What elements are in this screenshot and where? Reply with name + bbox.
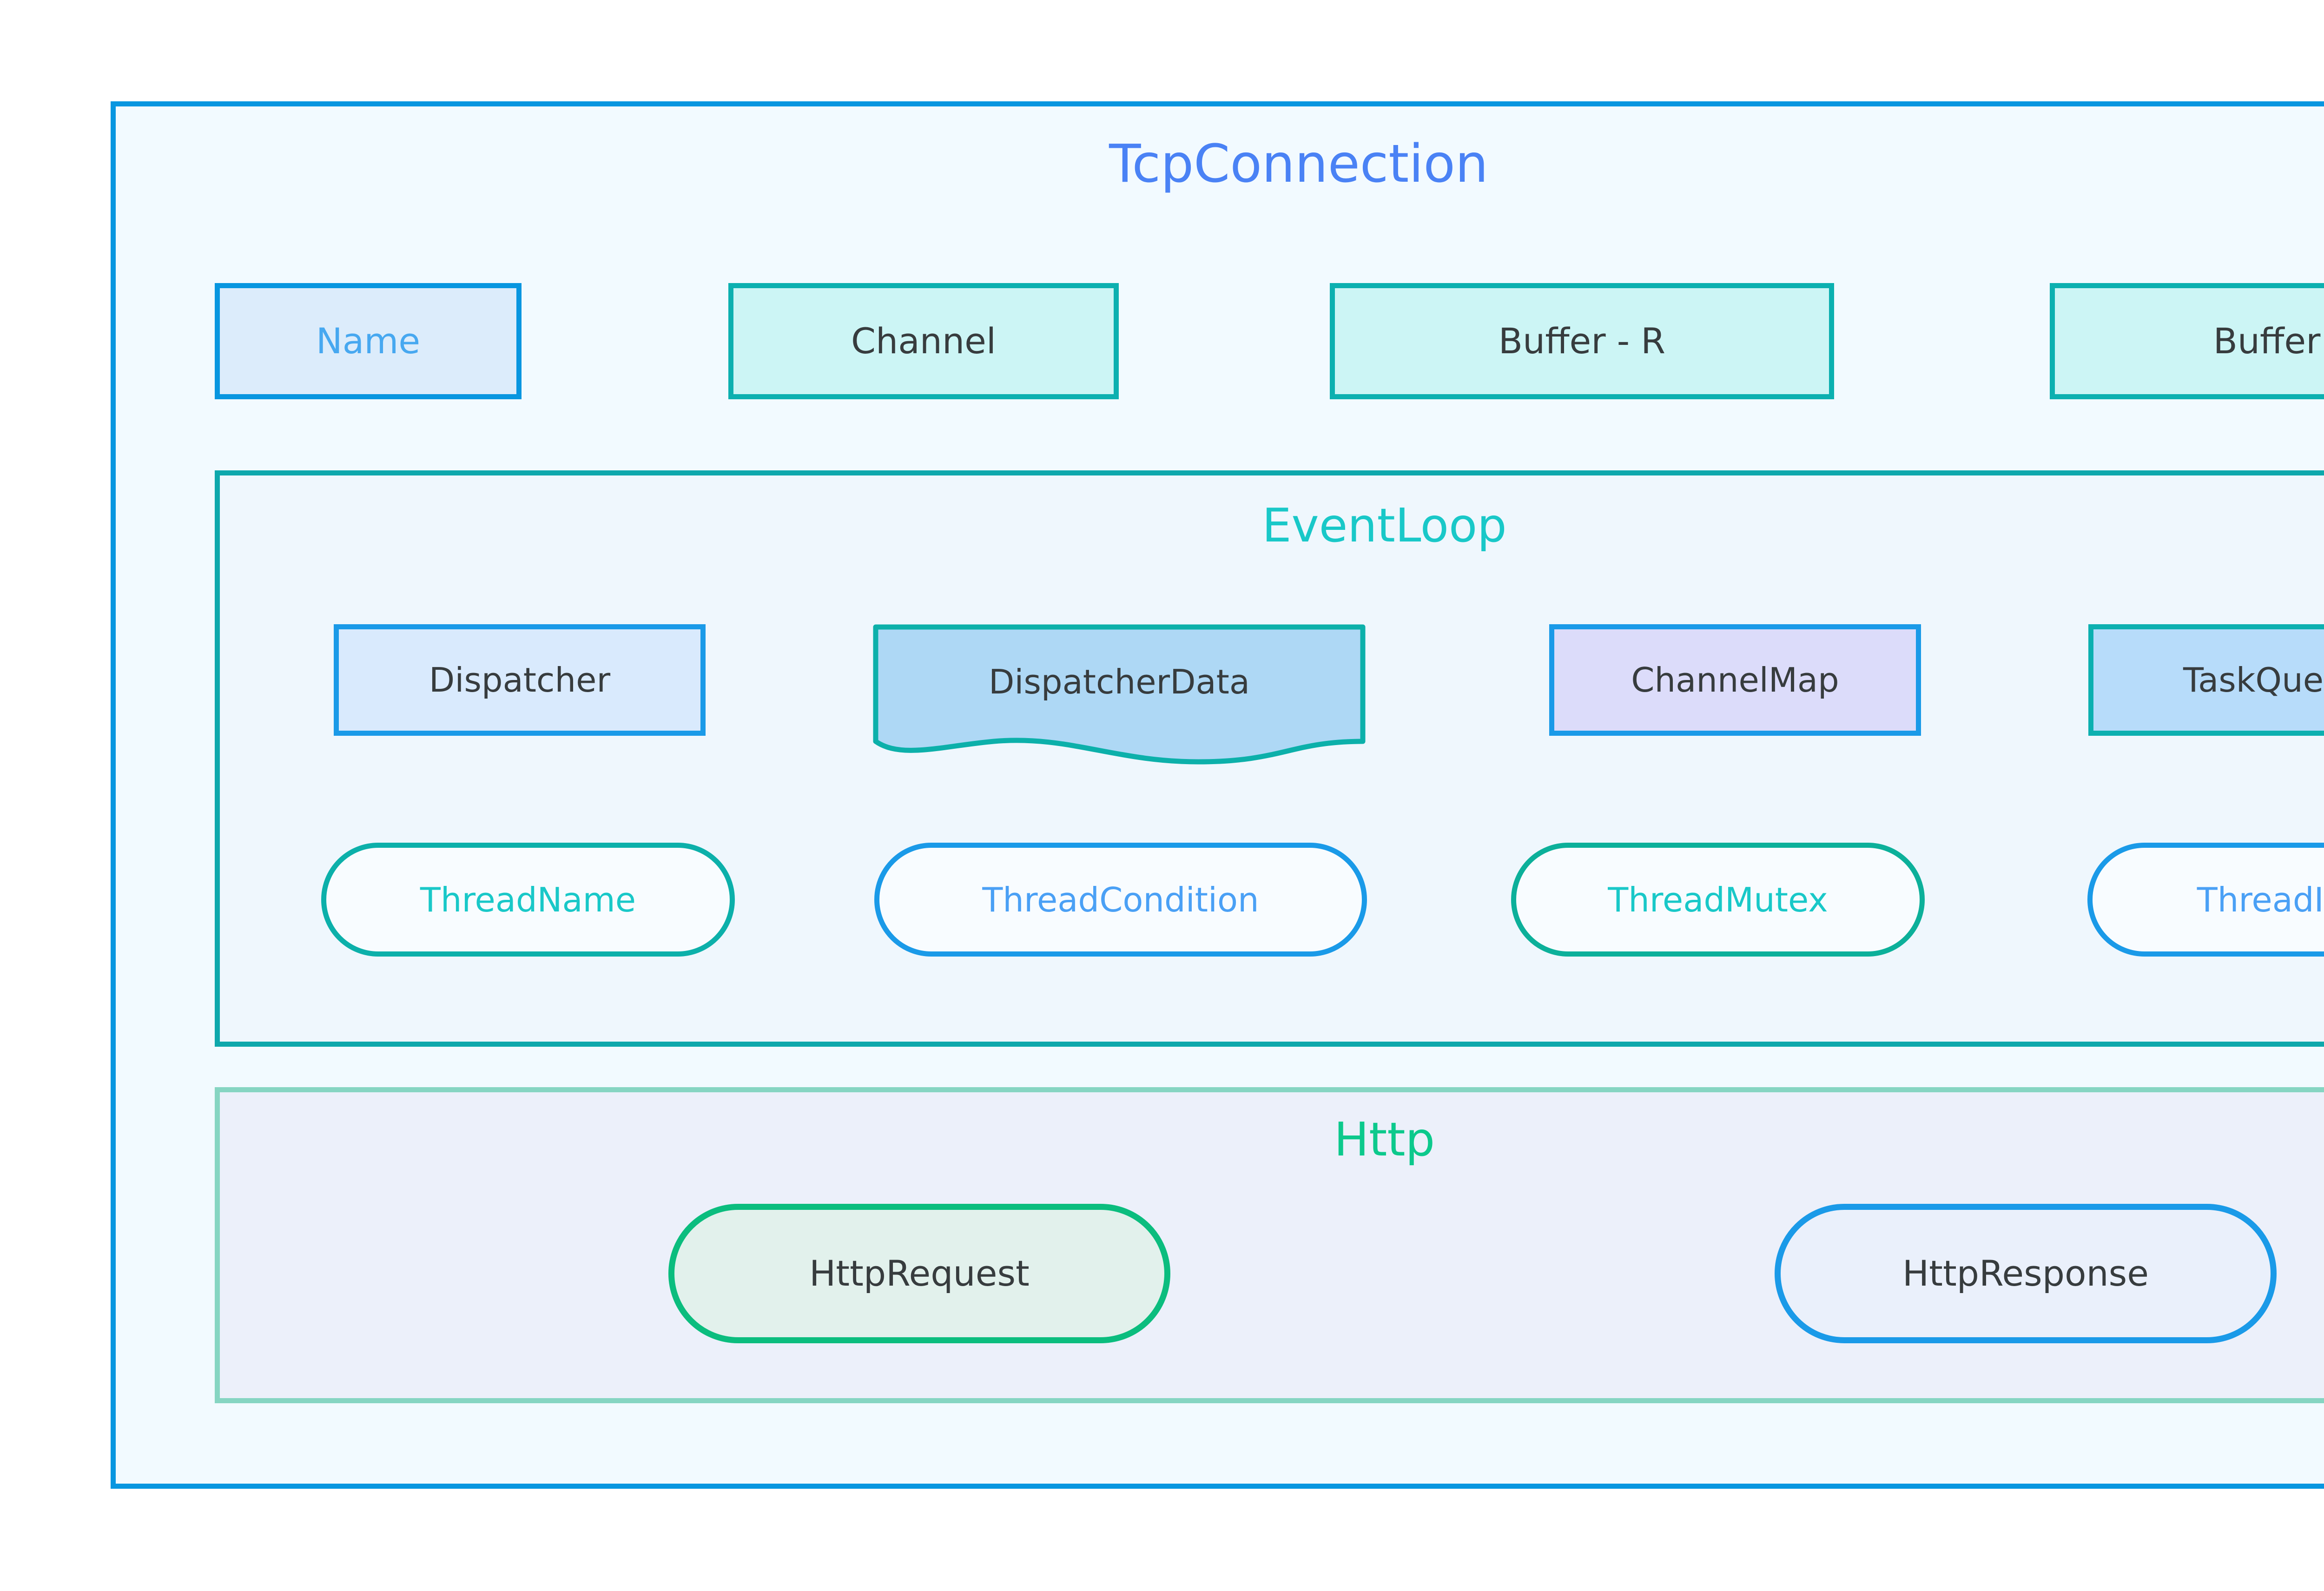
node-channel[interactable]: Channel [728, 283, 1119, 399]
http-title: Http [1334, 1112, 1435, 1167]
node-threadid-label: ThreadID [2197, 880, 2324, 919]
node-httprequest[interactable]: HttpRequest [668, 1204, 1170, 1343]
node-httpresponse-label: HttpResponse [1902, 1253, 2149, 1294]
node-httprequest-label: HttpRequest [809, 1253, 1030, 1294]
http-container: Http HttpRequest HttpResponse [215, 1087, 2324, 1403]
node-buffer-r[interactable]: Buffer - R [1330, 283, 1834, 399]
node-channel-label: Channel [851, 320, 996, 362]
node-taskqueue[interactable]: TaskQueue [2088, 624, 2324, 736]
node-dispatcher-label: Dispatcher [429, 660, 611, 700]
eventloop-title: EventLoop [1262, 498, 1507, 553]
node-taskqueue-label: TaskQueue [2183, 660, 2324, 700]
node-threadcondition-label: ThreadCondition [982, 880, 1259, 919]
node-threadmutex-label: ThreadMutex [1608, 880, 1828, 919]
node-buffer-r-label: Buffer - R [1498, 320, 1666, 362]
node-threadcondition[interactable]: ThreadCondition [874, 843, 1367, 957]
node-dispatcherdata[interactable]: DispatcherData [873, 624, 1366, 768]
node-channelmap[interactable]: ChannelMap [1549, 624, 1921, 736]
node-threadname-label: ThreadName [420, 880, 636, 919]
node-buffer-w-label: Buffer - W [2213, 320, 2324, 362]
tcpconnection-title: TcpConnection [1109, 134, 1488, 194]
tcpconnection-container: TcpConnection Name Channel Buffer - R Bu… [111, 101, 2324, 1489]
node-threadname[interactable]: ThreadName [321, 843, 735, 957]
node-buffer-w[interactable]: Buffer - W [2050, 283, 2324, 399]
node-dispatcherdata-label: DispatcherData [988, 662, 1250, 701]
tcpconnection-members-row: Name Channel Buffer - R Buffer - W [116, 283, 2324, 399]
node-channelmap-label: ChannelMap [1631, 660, 1839, 700]
node-threadmutex[interactable]: ThreadMutex [1511, 843, 1925, 957]
node-dispatcher[interactable]: Dispatcher [334, 624, 706, 736]
eventloop-container: EventLoop Dispatcher DispatcherData Chan… [215, 470, 2324, 1047]
node-threadid[interactable]: ThreadID [2087, 843, 2324, 957]
node-name[interactable]: Name [215, 283, 522, 399]
node-name-label: Name [316, 320, 421, 362]
document-shape-icon [873, 624, 1366, 765]
node-httpresponse[interactable]: HttpResponse [1775, 1204, 2277, 1343]
